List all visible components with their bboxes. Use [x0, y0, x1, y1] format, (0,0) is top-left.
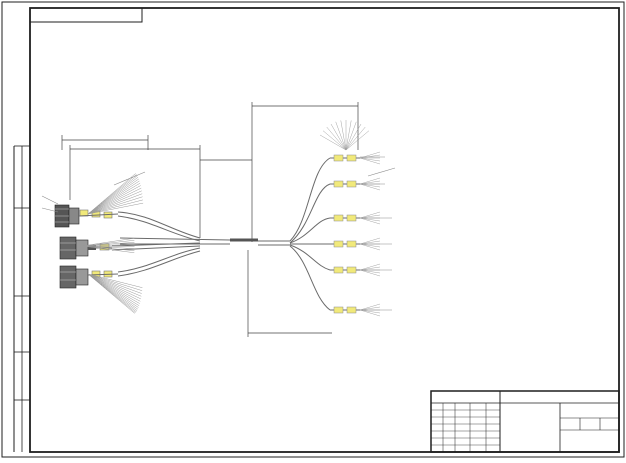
fan-wire-2-9: [87, 273, 138, 310]
top-fan-wire-7: [345, 120, 352, 151]
fan-wire-1-1: [81, 240, 135, 247]
branch-wire-3-4: [359, 243, 381, 251]
fan-wire-2-7: [87, 273, 140, 306]
branch-sleeve-b-0: [346, 154, 357, 162]
left-branches: [111, 211, 201, 277]
branch-sleeve-a-0: [333, 154, 344, 162]
top-fan-wire-9: [345, 123, 362, 151]
branch-wire-3-1: [359, 240, 381, 245]
fan-wire-1-0: [81, 237, 135, 247]
branch-wire-5-0: [359, 303, 381, 311]
fan-wire-2-1: [87, 273, 143, 291]
connector-x3: [59, 265, 119, 289]
fan-wire-2-4: [87, 273, 141, 300]
top-fan-wire-5: [340, 120, 347, 151]
top-fan-wire-4: [335, 121, 347, 151]
branch-sleeve-a-3: [333, 240, 344, 248]
fan-wire-0-10: [87, 193, 143, 215]
inner-frame: [29, 7, 620, 453]
branch-wire-1-1: [359, 180, 381, 185]
fan-wire-2-13: [87, 273, 135, 314]
branch-wire-0-3: [359, 157, 381, 162]
branch-wire-4-3: [359, 269, 381, 274]
fan-wire-2-5: [87, 273, 141, 302]
fan-wire-0-5: [87, 180, 140, 215]
branch-sleeve-b-3: [346, 240, 357, 248]
branch-wire-3-0: [359, 237, 381, 245]
branch-wire-4-1: [359, 266, 381, 271]
top-fan-wire-3: [330, 123, 347, 151]
branch-sleeve-a-5: [333, 306, 344, 314]
top-fan-wire-11: [345, 130, 370, 151]
branch-wire-2-0: [359, 211, 381, 219]
fan-wire-0-13: [87, 202, 144, 215]
fan-wire-1-5: [81, 245, 135, 249]
branch-sleeve-b-5: [346, 306, 357, 314]
fan-wire-0-6: [87, 182, 141, 215]
branch-wire-2-1: [359, 214, 381, 219]
branch-sleeve-a-4: [333, 266, 344, 274]
branch-wire-3-3: [359, 243, 381, 248]
top-fan-wire-2: [326, 126, 347, 151]
fan-wire-0-9: [87, 190, 142, 215]
top-fan-wire-0: [319, 134, 347, 151]
fan-wire-0-12: [87, 199, 143, 215]
fan-wire-2-0: [87, 273, 143, 288]
fan-wire-1-7: [81, 245, 135, 253]
fan-wire-1-2: [81, 242, 135, 247]
fan-wire-0-8: [87, 187, 142, 215]
branch-sleeve-a-1: [333, 180, 344, 188]
fan-wire-0-11: [87, 196, 143, 215]
left-margin-stamps: [13, 145, 30, 452]
fan-wire-1-3: [81, 244, 135, 247]
fan-wire-0-2: [87, 175, 138, 215]
connector-x1: [54, 204, 119, 228]
left-wire-fans: [81, 173, 144, 314]
branch-wire-2-4: [359, 217, 381, 225]
dimension-lines: [61, 102, 359, 337]
fan-wire-2-2: [87, 273, 142, 294]
branch-sleeve-b-2: [346, 214, 357, 222]
leader-lines: [41, 156, 396, 311]
fan-wire-1-4: [81, 245, 135, 247]
fan-wire-0-4: [87, 178, 139, 215]
branch-wire-0-1: [359, 154, 381, 159]
branch-wire-4-0: [359, 263, 381, 271]
branch-wire-1-0: [359, 177, 381, 185]
header-stamp: [29, 7, 143, 23]
branch-wire-4-4: [359, 269, 381, 277]
branch-wire-1-4: [359, 183, 381, 191]
fan-wire-1-6: [81, 245, 135, 251]
branch-wire-0-4: [359, 157, 381, 165]
top-fan-wire-8: [345, 121, 357, 151]
fan-wire-2-3: [87, 273, 142, 297]
fan-wire-2-8: [87, 273, 139, 308]
top-fan-wire-10: [345, 126, 366, 151]
branch-wire-5-1: [359, 306, 381, 311]
branch-sleeve-b-4: [346, 266, 357, 274]
top-fan-wire-1: [322, 130, 347, 151]
fan-wire-0-3: [87, 177, 139, 215]
branch-wire-1-3: [359, 183, 381, 188]
right-branches: [289, 157, 331, 311]
branch-sleeve-b-1: [346, 180, 357, 188]
fan-wire-0-7: [87, 185, 141, 215]
title-block: [430, 390, 620, 453]
branch-wire-5-3: [359, 309, 381, 314]
harness-trunk: [119, 237, 290, 246]
fan-wire-2-6: [87, 273, 140, 304]
branch-wire-2-3: [359, 217, 381, 222]
branch-sleeve-a-2: [333, 214, 344, 222]
branch-wire-5-4: [359, 309, 381, 317]
